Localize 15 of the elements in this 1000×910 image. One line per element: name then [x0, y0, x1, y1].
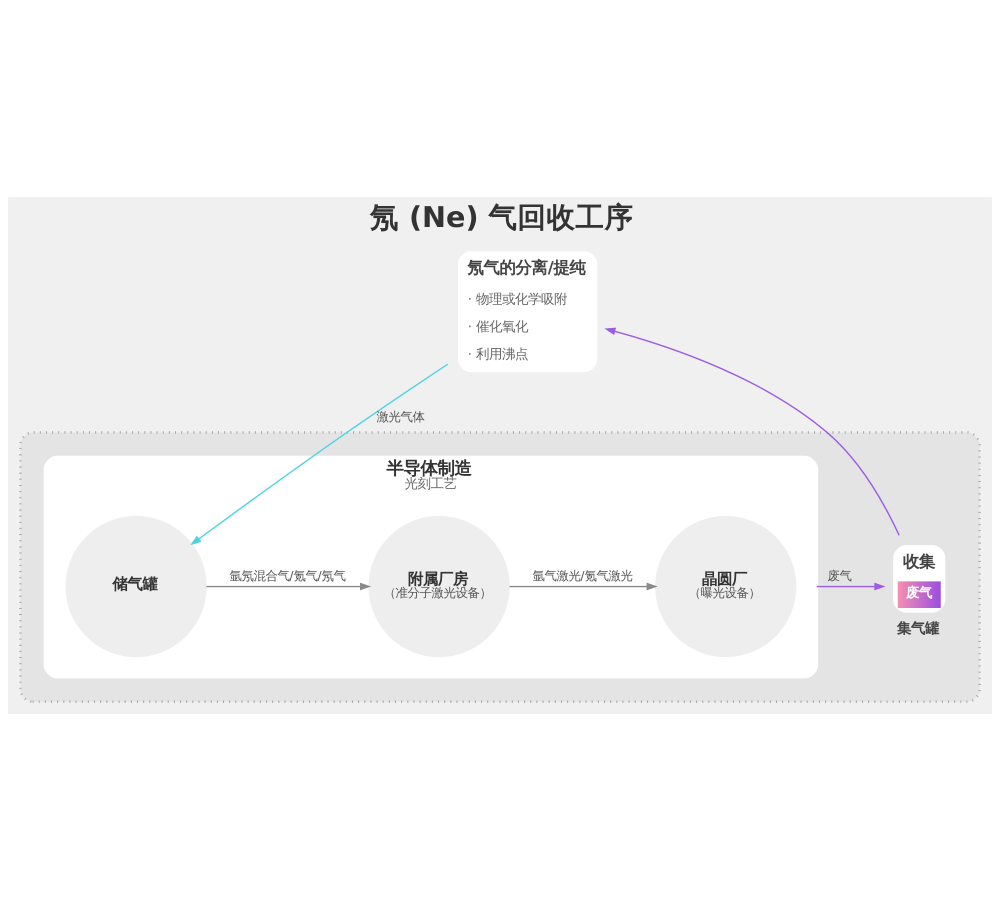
- node-circle: 附属厂房 （准分子激光设备）: [368, 515, 510, 657]
- node-label: 集气罐: [897, 620, 940, 636]
- diagram-title: 氖 (Ne) 气回收工序: [370, 200, 634, 234]
- edge-label: 激光气体: [376, 409, 425, 424]
- cluster: [19, 430, 981, 702]
- node-circle: 晶圆厂 （曝光设备）: [655, 515, 796, 657]
- node-circle: 储气罐: [65, 515, 207, 657]
- arrow: [816, 582, 886, 590]
- arrow: [206, 582, 372, 590]
- arrow: [604, 327, 900, 536]
- edge-label: 氩氖混合气/氪气/氖气: [229, 568, 346, 582]
- edge-label: 氩气激光/氪气激光: [532, 568, 632, 582]
- edge-label: 废气: [828, 568, 852, 582]
- arrow: [510, 582, 658, 590]
- arrow: [190, 363, 448, 545]
